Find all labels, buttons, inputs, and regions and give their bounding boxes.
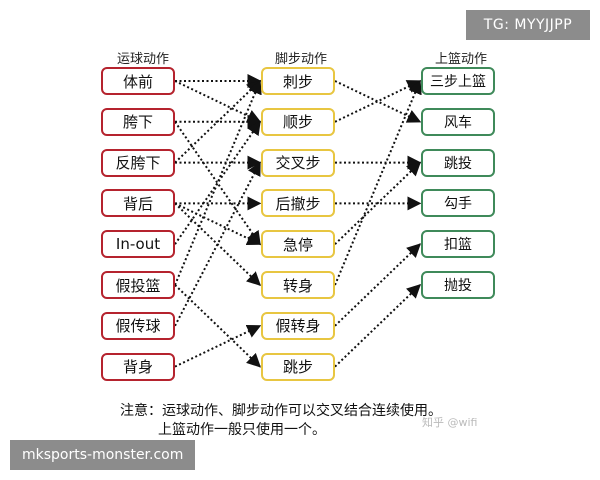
dribble-to-footwork-arrow bbox=[174, 202, 262, 286]
dribble-node: 胯下 bbox=[101, 107, 175, 136]
finish-node: 跳投 bbox=[421, 148, 495, 177]
footwork-node: 刺步 bbox=[261, 67, 335, 95]
footnote-line-1: 注意：运球动作、脚步动作可以交叉结合连续使用。 bbox=[120, 403, 442, 419]
dribble-to-footwork-arrow bbox=[174, 324, 262, 368]
dribble-node: In-out bbox=[101, 230, 175, 259]
footwork-to-finish-arrow bbox=[334, 284, 422, 368]
footnote-line-2: 上篮动作一般只使用一个。 bbox=[158, 422, 326, 438]
footnote: 注意：运球动作、脚步动作可以交叉结合连续使用。 上篮动作一般只使用一个。 bbox=[120, 402, 442, 440]
dribble-node: 背后 bbox=[101, 189, 175, 218]
dribble-node: 反胯下 bbox=[101, 148, 175, 177]
dribble-node: 背身 bbox=[101, 352, 175, 381]
dribble-to-footwork-arrow bbox=[174, 80, 262, 164]
tg-banner: TG: MYYJJPP bbox=[466, 10, 590, 40]
finish-column-title: 上篮动作 bbox=[434, 52, 487, 67]
footwork-to-finish-arrow bbox=[334, 161, 422, 245]
footwork-node: 转身 bbox=[261, 271, 335, 299]
finish-node: 抛投 bbox=[421, 271, 495, 299]
finish-node: 扣篮 bbox=[421, 230, 495, 259]
finish-node: 风车 bbox=[421, 107, 495, 136]
dribble-node: 假投篮 bbox=[101, 271, 175, 299]
footwork-node: 后撤步 bbox=[261, 189, 335, 218]
finish-node: 三步上篮 bbox=[421, 67, 495, 95]
site-banner: mksports-monster.com bbox=[10, 440, 196, 470]
footwork-node: 顺步 bbox=[261, 107, 335, 136]
dribble-column-title: 运球动作 bbox=[116, 52, 169, 67]
footwork-node: 假转身 bbox=[261, 311, 335, 340]
dribble-to-footwork-arrow bbox=[174, 80, 262, 123]
dribble-to-footwork-arrow bbox=[174, 284, 262, 368]
zhihu-watermark: 知乎 @wifi bbox=[422, 416, 478, 429]
dribble-to-footwork-arrow bbox=[174, 161, 261, 327]
footwork-to-finish-arrow bbox=[334, 243, 422, 327]
footwork-to-finish-arrow bbox=[334, 79, 422, 286]
dribble-to-footwork-arrow bbox=[174, 79, 262, 286]
footwork-node: 交叉步 bbox=[261, 148, 335, 177]
dribble-node: 假传球 bbox=[101, 311, 175, 340]
footwork-node: 跳步 bbox=[261, 352, 335, 381]
footwork-node: 急停 bbox=[261, 230, 335, 259]
finish-node: 勾手 bbox=[421, 189, 495, 218]
footwork-column-title: 脚步动作 bbox=[274, 52, 327, 67]
dribble-to-footwork-arrow bbox=[174, 202, 262, 246]
dribble-node: 体前 bbox=[101, 67, 175, 95]
